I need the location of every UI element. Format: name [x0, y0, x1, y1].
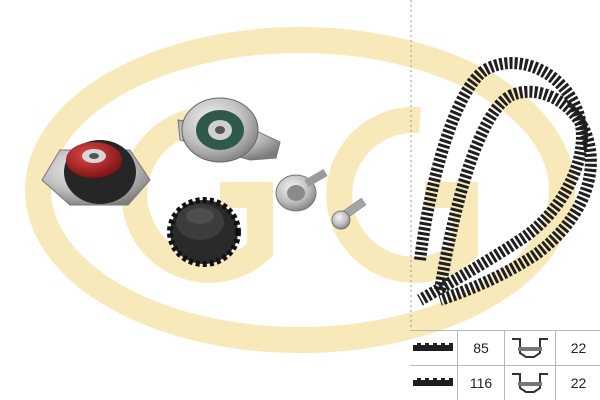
tooth-profile-icon	[504, 331, 555, 365]
crankshaft-sprocket	[167, 197, 241, 267]
teeth-count: 116	[457, 366, 504, 400]
tensioner-pulley-green	[177, 97, 281, 163]
belt-width: 22	[555, 331, 600, 365]
belt-profile-icon	[410, 366, 456, 400]
spec-row: 85 22	[410, 330, 600, 365]
belt-spec-table: 85 22 116 22	[410, 330, 600, 400]
mounting-bolt	[331, 197, 367, 230]
belt-profile-icon	[410, 331, 456, 365]
belt-width: 22	[555, 366, 600, 400]
tensioner-pulley-red	[41, 140, 151, 206]
tensioner-bolt	[275, 169, 328, 212]
tooth-profile-icon	[504, 366, 555, 400]
timing-belt-pair	[414, 57, 597, 306]
teeth-count: 85	[457, 331, 504, 365]
spec-row: 116 22	[410, 365, 600, 400]
